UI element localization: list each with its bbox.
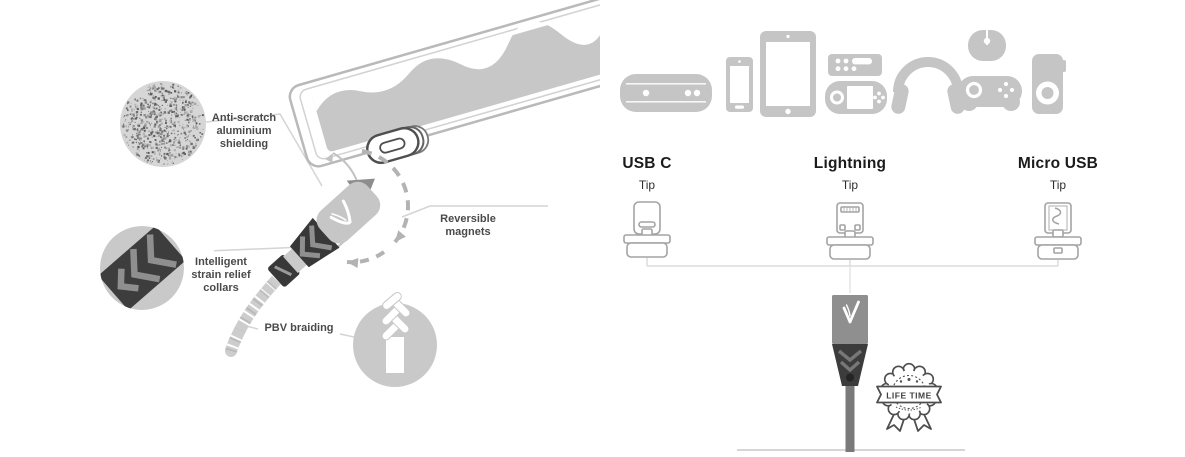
micro-usb-tip-icon	[1034, 202, 1082, 260]
cable-features-illustration	[68, 0, 600, 387]
game-controller-icon	[958, 76, 1022, 111]
streaming-remote-icon	[828, 54, 882, 76]
tip-name-micro-usb: Micro USB	[1017, 155, 1099, 172]
computer-mouse-icon	[968, 30, 1006, 61]
lightning-tip-icon	[826, 202, 874, 260]
headphones-icon	[891, 57, 965, 114]
label-anti-scratch-shielding: Anti-scratch aluminium shielding	[211, 112, 277, 150]
label-strain-relief-collars: Intelligent strain relief collars	[191, 256, 251, 294]
braided-cable	[225, 266, 290, 357]
brand-logo	[329, 199, 352, 225]
tip-name-usb-c: USB C	[622, 155, 672, 172]
tablet-device-icon	[760, 31, 816, 117]
label-reversible-magnets: Reversible magnets	[440, 213, 496, 238]
aluminium-texture-zoom-icon	[120, 81, 206, 167]
leader-magnets	[401, 205, 548, 218]
portable-player-icon	[1032, 54, 1066, 114]
tip-sub-micro-usb: Tip	[1049, 178, 1067, 192]
brand-logo	[842, 300, 860, 324]
smartphone-icon	[726, 57, 753, 112]
cable-line	[845, 384, 855, 452]
leader-braiding-right	[339, 333, 355, 338]
lifetime-warranty-badge-icon: LIFE TIME	[876, 362, 942, 432]
tip-sub-lightning: Tip	[841, 178, 859, 192]
tip-drawings	[623, 201, 1082, 260]
tip-sub-usb-c: Tip	[638, 178, 656, 192]
magnetic-tip-in-port-icon	[366, 125, 430, 164]
strain-relief-zoom-icon	[68, 194, 216, 342]
badge-text: LIFE TIME	[886, 391, 932, 401]
device-icons-row	[620, 30, 1066, 117]
handheld-console-icon	[825, 81, 887, 114]
compatibility-illustration: LIFE TIME	[620, 30, 1082, 452]
screen-crop-wave	[310, 0, 600, 112]
label-pbv-braiding: PBV braiding	[264, 322, 334, 334]
tips-bracket	[646, 258, 1059, 293]
braiding-zoom-icon	[353, 292, 437, 387]
usb-c-tip-icon	[623, 201, 671, 258]
badge-banner	[876, 385, 942, 404]
media-console-icon	[620, 74, 712, 112]
cable-connector-icon	[268, 181, 381, 287]
cable-connector-front-icon	[832, 295, 868, 452]
tablet-icon	[288, 0, 600, 168]
speckle-dots	[121, 83, 204, 165]
tip-name-lightning: Lightning	[813, 155, 887, 172]
